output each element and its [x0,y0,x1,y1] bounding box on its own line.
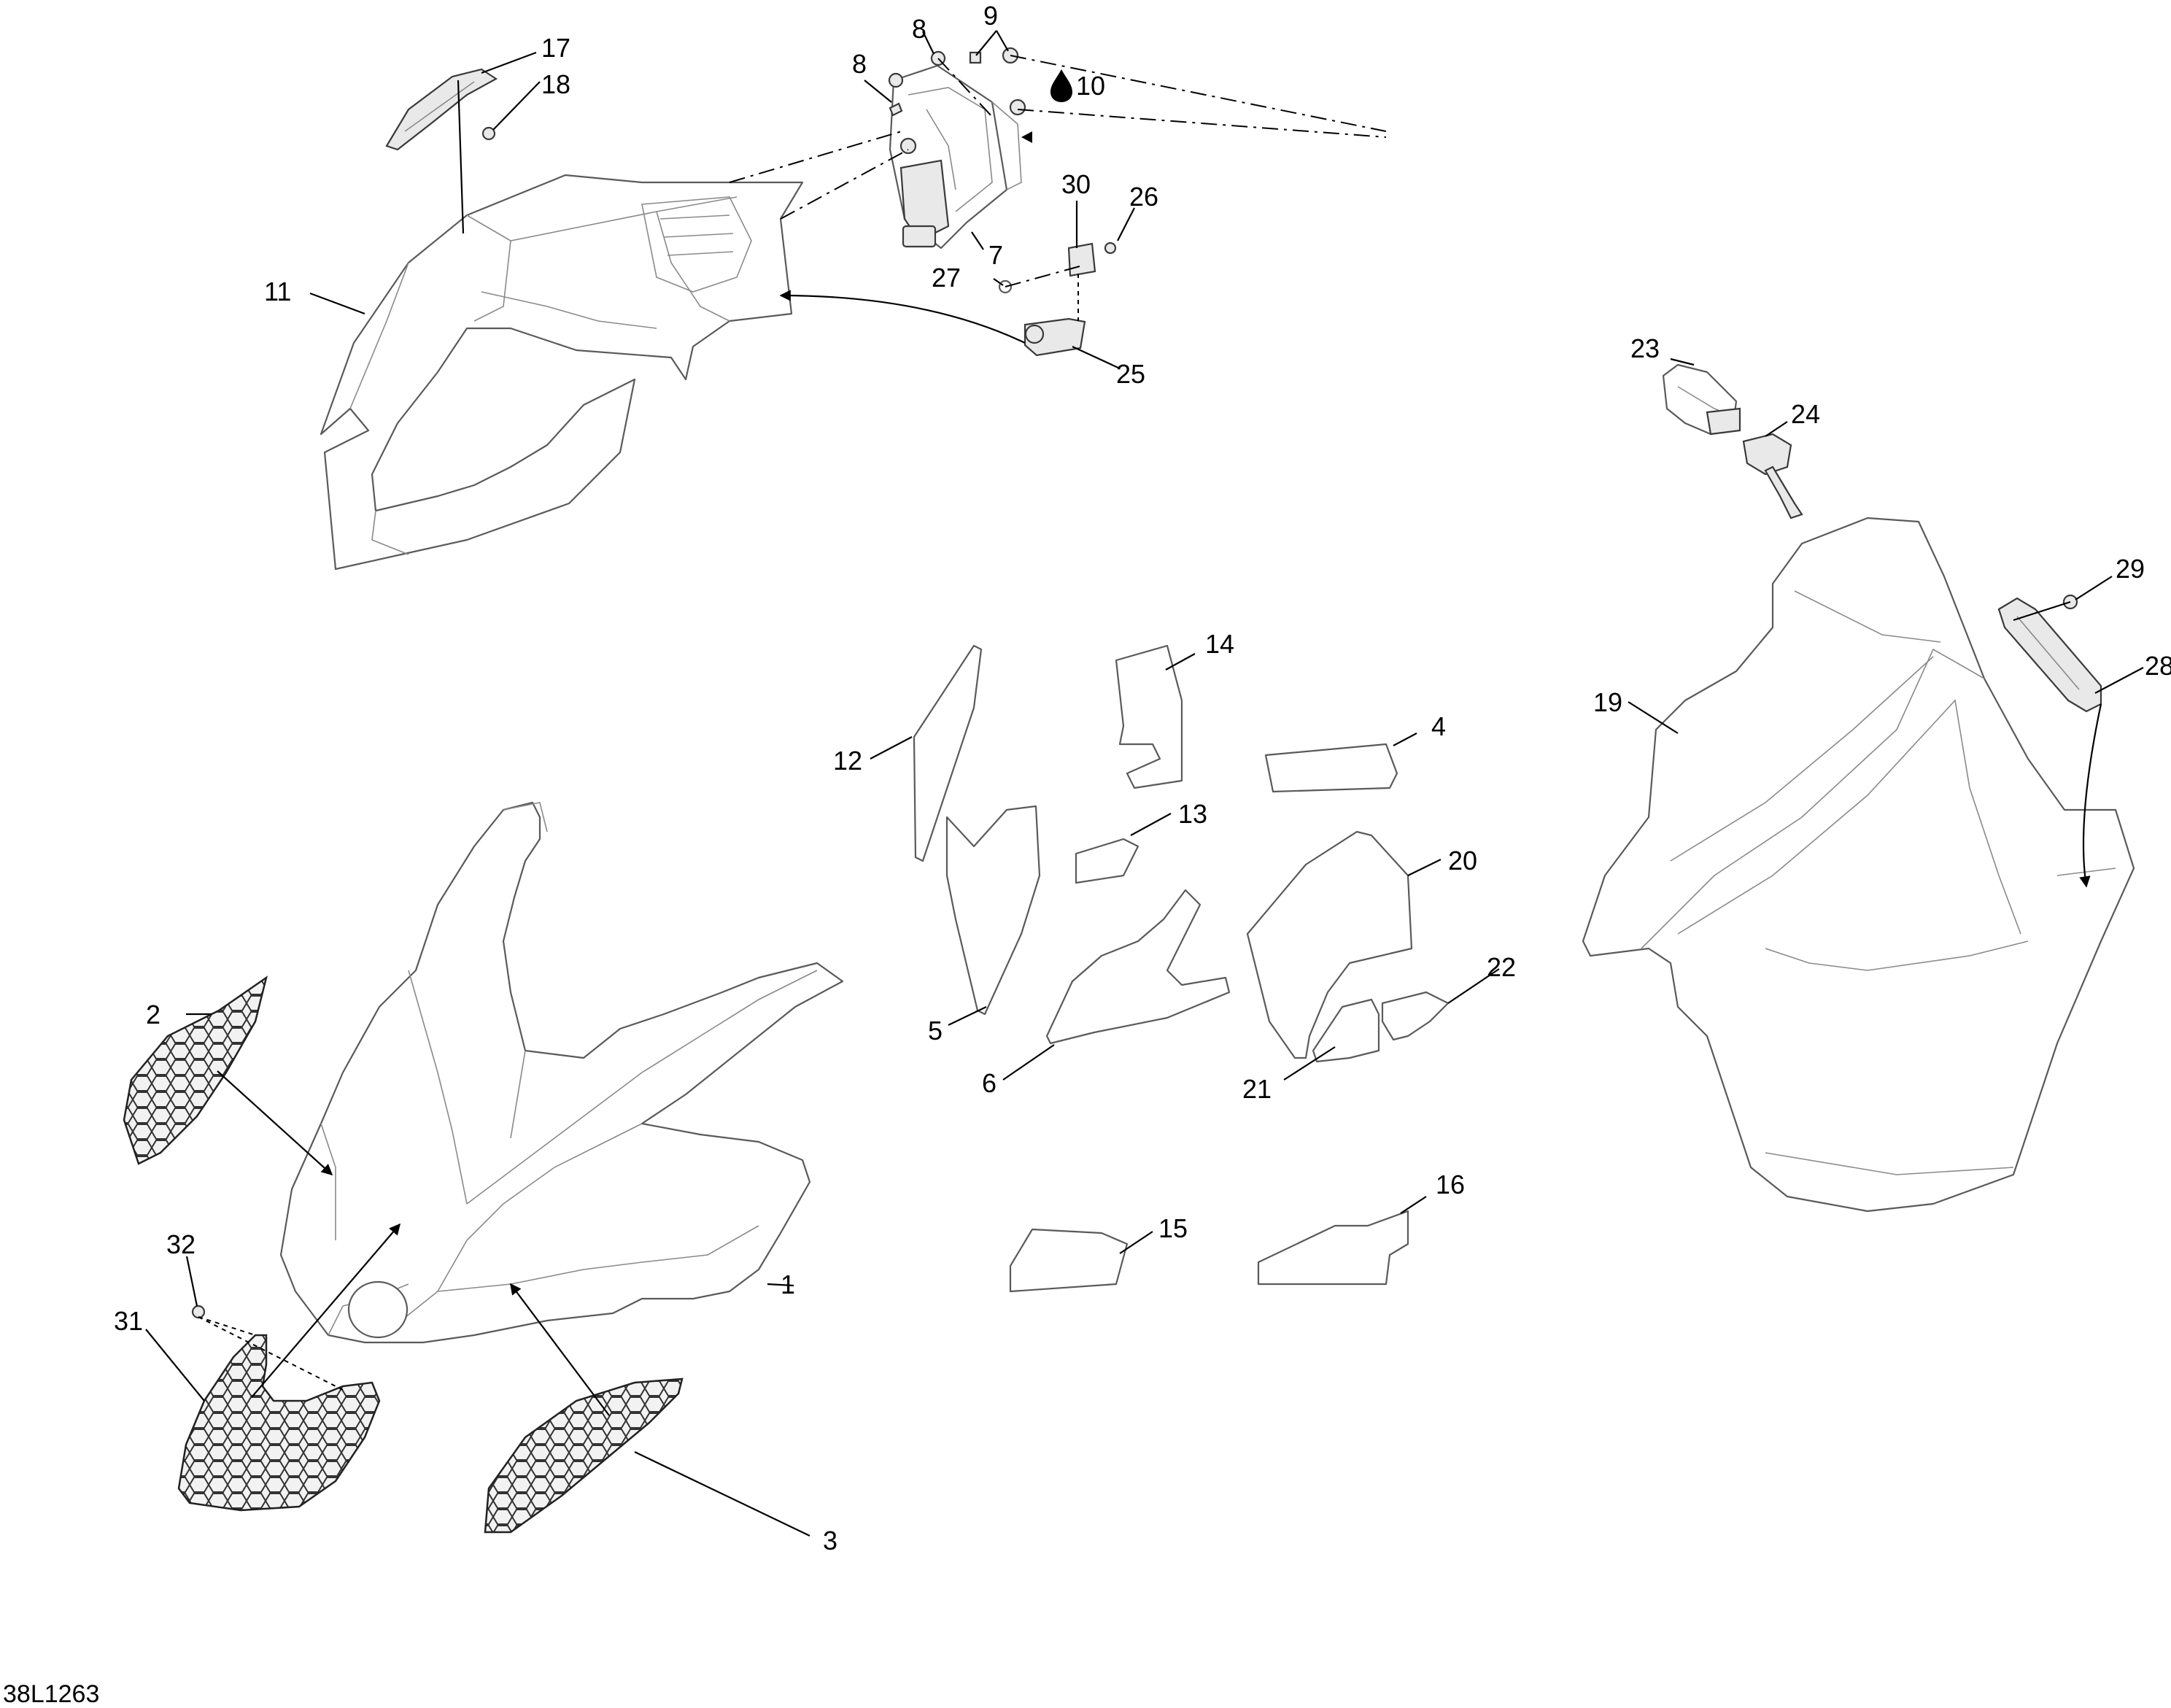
callout-7: 7 [988,240,1003,270]
part-7-headlight-assembly [889,64,1022,250]
callout-13: 13 [1178,799,1207,829]
decal-13 [1075,838,1139,884]
part-25-connector [1023,317,1086,357]
callout-28: 28 [2145,651,2171,681]
explode-line [1010,55,1387,132]
explode-line [198,1316,256,1336]
part-24-mirror-bracket [1742,433,1803,519]
callout-24: 24 [1791,399,1820,429]
callout-20: 20 [1448,846,1477,876]
decal-14 [1115,644,1183,789]
direction-triangle-icon [1021,131,1032,143]
leader-line [510,1283,610,1416]
callout-22: 22 [1487,952,1516,982]
explode-line [780,149,909,220]
callout-labels: 1 2 3 4 5 6 7 8 8 9 10 11 12 13 14 15 16… [114,1,2171,1556]
decal-12 [913,644,983,862]
decal-5 [945,805,1041,1016]
callout-8b: 8 [852,49,867,79]
callout-18: 18 [541,69,570,99]
decal-22 [1381,991,1450,1041]
callout-12: 12 [833,746,862,776]
decal-4 [1264,743,1398,793]
decal-21 [1312,998,1380,1063]
explode-line [1005,266,1080,287]
callout-27: 27 [932,263,961,293]
leader-line [217,1070,333,1176]
callout-25: 25 [1116,359,1145,389]
callout-29: 29 [2116,554,2145,584]
callout-5: 5 [928,1016,943,1046]
part-19-side-panel [1582,517,2135,1213]
explode-line [1017,109,1387,138]
callout-21: 21 [1242,1074,1272,1104]
callout-3: 3 [823,1526,837,1556]
part-30-bracket [998,241,1117,294]
callout-14: 14 [1205,629,1234,659]
harness-line [2079,703,2102,888]
callout-10: 10 [1076,71,1105,101]
callout-15: 15 [1158,1213,1188,1243]
callout-32: 32 [166,1229,196,1259]
part-11-upper-fairing [320,174,804,571]
callout-4: 4 [1431,711,1446,741]
part-28-handle [1997,594,2102,713]
part-23-mirror-mount [1662,363,1741,436]
callout-23: 23 [1630,333,1660,363]
decal-6 [1045,889,1231,1045]
explode-line [937,58,993,117]
callout-6: 6 [982,1068,997,1098]
oil-drop-icon [1050,69,1072,102]
decal-20 [1246,830,1413,1059]
leader-line [251,1223,401,1398]
explode-line [729,131,902,183]
callout-17: 17 [541,33,570,63]
decal-15 [1009,1228,1129,1293]
callout-leaders [145,30,2144,1537]
callout-11: 11 [264,277,291,306]
callout-19: 19 [1593,687,1622,717]
callout-2: 2 [146,1000,160,1029]
grille-3 [484,1377,684,1534]
callout-9: 9 [983,1,998,31]
drawing-code: 38L1263 [3,1680,99,1708]
callout-30: 30 [1061,169,1091,199]
part-17-deflector [385,68,498,151]
fasteners-8-9-10 [888,47,1026,117]
callout-16: 16 [1436,1170,1465,1199]
part-1-lower-fairing [279,801,844,1344]
explode-line [198,1316,344,1391]
callout-31: 31 [114,1306,143,1336]
callout-8a: 8 [912,14,926,44]
leader-line [2013,600,2071,622]
harness-line [779,290,1026,344]
callout-1: 1 [781,1270,795,1299]
callout-26: 26 [1129,182,1158,212]
decal-16 [1257,1210,1409,1286]
grille-2 [123,975,268,1165]
